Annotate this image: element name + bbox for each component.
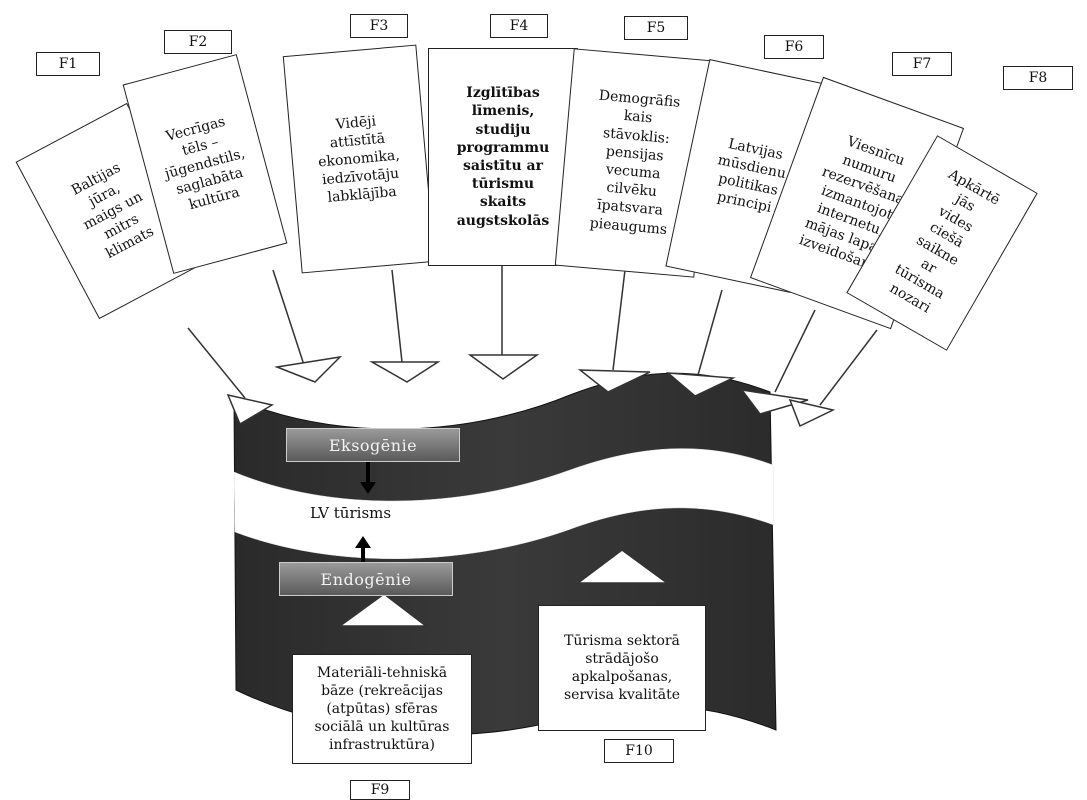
arrow-f7-shaft	[774, 309, 816, 393]
arrow-f7-head	[740, 388, 809, 415]
arrow-f10-head	[575, 549, 670, 584]
exogenous-label: Eksogēnie	[286, 428, 460, 462]
arrow-f8-shaft	[819, 329, 878, 406]
factor-box-f4: Izglītības līmenis, studiju programmu sa…	[428, 48, 578, 266]
inner-arrows	[355, 462, 376, 562]
arrow-f6-shaft	[697, 289, 723, 376]
tag-f5: F5	[624, 16, 688, 40]
tag-f6: F6	[764, 35, 824, 59]
arrow-f1-shaft	[187, 327, 246, 399]
factor-arrows	[187, 266, 878, 655]
arrow-f8-head	[788, 398, 836, 428]
factor-f5-text: Demogrāfis kais stāvoklis: pensijas vecu…	[589, 87, 681, 238]
arrow-f5-head	[577, 369, 651, 393]
factor-box-f9: Materiāli-tehniskā bāze (rekreācijas (at…	[292, 654, 472, 764]
tag-f10: F10	[604, 739, 674, 763]
arrow-f1-head	[226, 393, 274, 426]
arrow-f2-head	[274, 355, 343, 383]
arrow-f3-shaft	[391, 269, 403, 363]
factor-f2-text: Vecrīgas tēls – jūgendstils, saglabāta k…	[163, 113, 247, 214]
center-label: LV tūrisms	[310, 504, 392, 522]
factor-f3-text: Vidēji attīstītā ekonomika, iedzīvotāju …	[317, 112, 401, 207]
tag-f4: F4	[490, 14, 548, 38]
tag-f8: F8	[1003, 66, 1073, 90]
factor-f9-text: Materiāli-tehniskā bāze (rekreācijas (at…	[314, 664, 450, 754]
factor-box-f3: Vidēji attīstītā ekonomika, iedzīvotāju …	[282, 44, 436, 274]
tag-f7: F7	[892, 52, 952, 76]
factor-f10-text: Tūrisma sektorā strādājošo apkalpošanas,…	[563, 632, 681, 704]
arrow-f2-shaft	[272, 269, 305, 366]
flag-white-stripe	[233, 448, 775, 559]
arrow-f4-head	[467, 354, 540, 380]
tag-f3: F3	[350, 14, 408, 38]
factor-box-f10: Tūrisma sektorā strādājošo apkalpošanas,…	[538, 605, 706, 731]
factor-f4-text: Izglītības līmenis, studiju programmu sa…	[456, 85, 550, 229]
down-arrow-head	[360, 482, 376, 494]
tag-f9: F9	[350, 780, 410, 800]
arrow-f6-head	[665, 372, 736, 397]
endogenous-label: Endogēnie	[279, 562, 453, 596]
arrow-f3-head	[369, 361, 441, 383]
tag-f1: F1	[36, 52, 100, 76]
arrow-f9-head	[337, 593, 429, 627]
up-arrow-head	[355, 536, 371, 548]
arrow-f5-shaft	[612, 269, 626, 371]
tag-f2: F2	[164, 30, 232, 54]
